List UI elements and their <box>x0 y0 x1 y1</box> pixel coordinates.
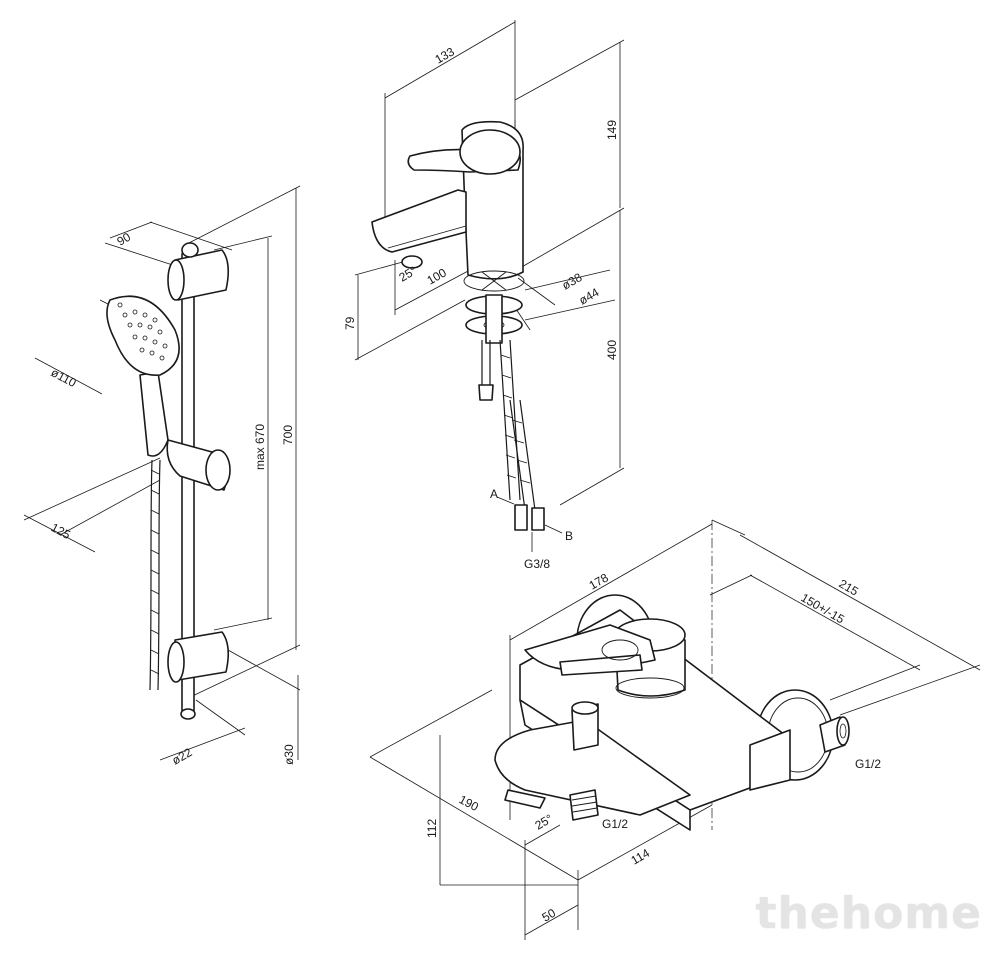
dim-bath-spout-width: 50 <box>540 906 559 925</box>
dim-bath-thread-side: G1/2 <box>855 757 881 771</box>
dim-bracket-diameter: ø30 <box>282 744 296 765</box>
label-hose-thread: G3/8 <box>524 557 550 571</box>
dim-bath-depth: 190 <box>457 792 482 814</box>
bath-mixer: 178 215 150+/-15 G1/2 G1/2 190 25° 112 1… <box>369 519 981 940</box>
dim-bath-thread-bottom: G1/2 <box>602 817 628 831</box>
dim-basin-height-top: 149 <box>605 120 619 140</box>
top-bracket <box>167 242 230 301</box>
shower-dimension-lines <box>23 185 301 761</box>
basin-mounting-parts <box>465 294 523 344</box>
dim-basin-width: 133 <box>433 44 458 66</box>
shower-hose <box>149 459 161 691</box>
bath-dimension-lines <box>369 519 981 940</box>
dim-bath-width: 178 <box>587 570 612 592</box>
basin-hoses <box>478 339 563 552</box>
shower-hose-braid <box>150 469 160 675</box>
dim-basin-spout-reach: 100 <box>425 265 450 287</box>
hand-shower <box>106 295 180 457</box>
dim-basin-spout-height: 79 <box>343 316 357 330</box>
dim-bath-spout-offset: 114 <box>629 846 653 868</box>
label-hose-a: A <box>490 487 498 501</box>
dim-bath-total: 215 <box>837 576 862 598</box>
dim-bath-height: 112 <box>425 819 439 838</box>
label-hose-b: B <box>565 529 573 543</box>
bottom-bracket <box>167 631 230 720</box>
slider <box>166 439 231 491</box>
basin-mixer: 133 149 400 100 79 25° ø38 ø44 A B G3/8 <box>343 20 625 571</box>
dim-rail-width: 90 <box>115 230 134 249</box>
bath-diverter <box>571 701 599 751</box>
dim-basin-height-bottom: 400 <box>605 340 619 360</box>
watermark-logo: thehome <box>755 888 982 939</box>
shower-rail-set: 90 ø110 125 max 670 700 ø22 ø30 <box>23 185 301 768</box>
basin-mixer-body <box>371 120 525 292</box>
dim-head-diameter: ø110 <box>49 365 79 390</box>
dim-basin-hole: ø38 <box>560 270 585 293</box>
dim-bath-centers: 150+/-15 <box>799 590 848 626</box>
shower-head-nozzles <box>117 302 168 361</box>
bath-mixer-handle <box>524 618 686 699</box>
dim-rail-length: 700 <box>281 425 295 445</box>
dim-max-slide: max 670 <box>253 424 267 470</box>
